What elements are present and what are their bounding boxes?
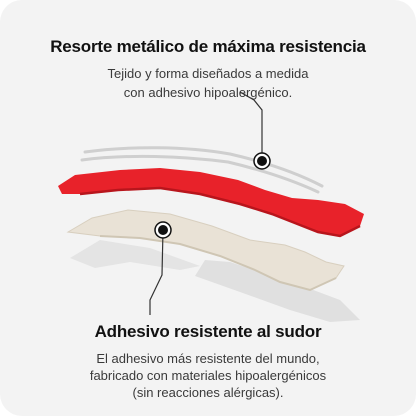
adhesive-callout-description: El adhesivo más resistente del mundo, fa…	[0, 350, 416, 401]
adhesive-callout-title: Adhesivo resistente al sudor	[94, 322, 322, 341]
spring-wire	[80, 146, 324, 194]
callout-marker-icon	[253, 152, 271, 170]
adhesive-callout-line-1: El adhesivo más resistente del mundo,	[96, 351, 320, 366]
spring-callout-title: Resorte metálico de máxima resistencia	[50, 37, 366, 56]
adhesive-callout-line-2: fabricado con materiales hipoalergénicos	[89, 368, 327, 383]
spring-callout-line-2: con adhesivo hipoalergénico.	[123, 85, 293, 100]
adhesive-callout-line	[149, 229, 164, 315]
spring-callout-line	[239, 91, 263, 160]
spring-callout-description: Tejido y forma diseñados a medida con ad…	[0, 64, 416, 102]
spring-callout-line-1: Tejido y forma diseñados a medida	[107, 66, 309, 81]
release-liner-layer	[70, 240, 360, 322]
adhesive-callout-line-3: (sin reacciones alérgicas).	[132, 385, 284, 400]
callout-marker-icon	[154, 221, 172, 239]
